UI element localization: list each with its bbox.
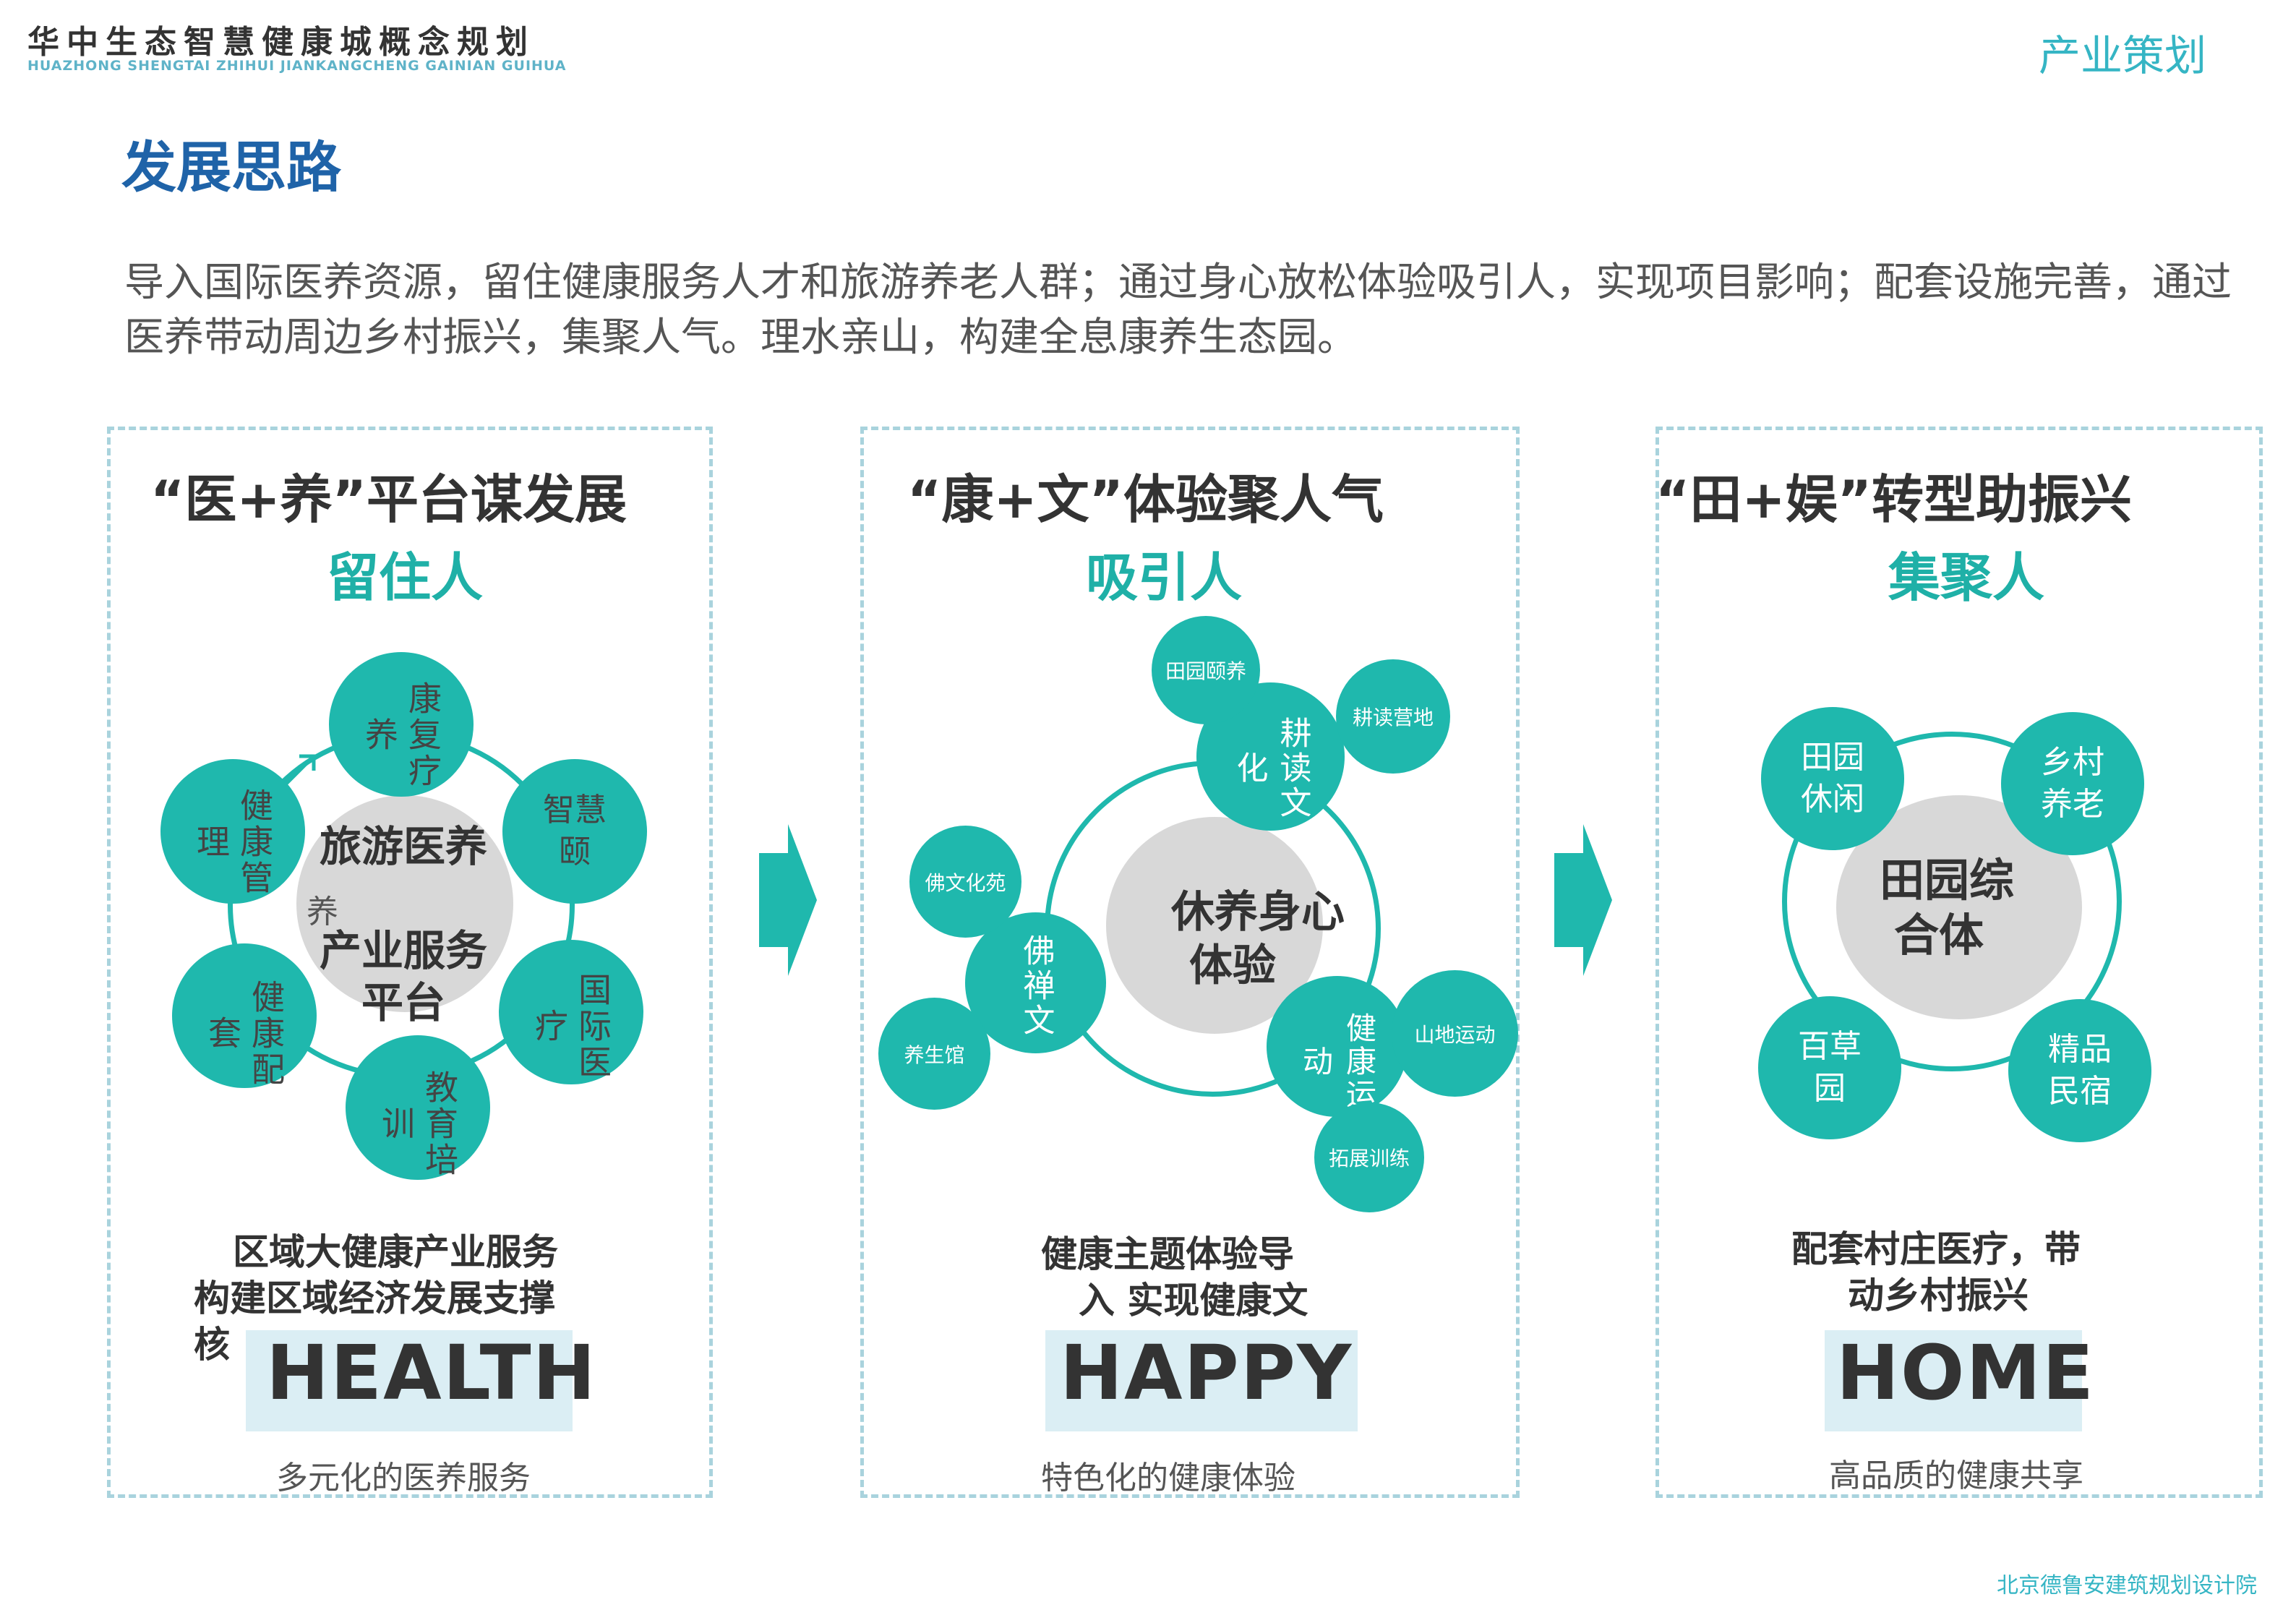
- page-title: 发展思路: [121, 135, 341, 200]
- node-health-mgmt: 健康管理: [160, 759, 305, 904]
- home-word: HOME: [1836, 1329, 2095, 1417]
- node-pastoral-care: 田园颐养: [1152, 616, 1260, 724]
- panel-happy-desc-line-1: 健康主题体验导: [1041, 1233, 1294, 1275]
- health-center-line-1: 旅游医养: [319, 822, 487, 871]
- happy-word-box: [1045, 1330, 1358, 1431]
- panel-health-desc: 区域大健康产业服务 构建区域经济发展支撑 核: [194, 1229, 558, 1368]
- health-center-line-2: 产业服务: [319, 926, 487, 975]
- section-label: 产业策划: [2039, 31, 2207, 80]
- node-education: 教育培训: [346, 1035, 490, 1180]
- panel-home-foot: 高品质的健康共享: [1829, 1457, 2083, 1494]
- home-ring: [1782, 732, 2122, 1071]
- panel-health-subtitle: 留住人: [327, 547, 484, 608]
- node-health-support-label: 健康配套: [203, 980, 286, 1088]
- panel-happy-foot: 特色化的健康体验: [1041, 1460, 1295, 1496]
- node-buddha-garden: 佛文化苑: [909, 826, 1021, 938]
- panel-home: [1655, 427, 2263, 1498]
- node-wellness-hall-label: 养生馆: [904, 1042, 965, 1067]
- node-pastoral-care-label: 田园颐养: [1165, 659, 1246, 683]
- node-farming-camp-label: 耕读营地: [1352, 706, 1434, 729]
- happy-center-label: 休养身心 体验: [1128, 886, 1388, 993]
- happy-word: HAPPY: [1060, 1329, 1353, 1417]
- node-farming-culture-label: 耕读文化: [1230, 716, 1311, 821]
- node-leisure: 田园休闲: [1761, 707, 1904, 850]
- node-rural-elderly-label: 乡村养老: [2041, 744, 2104, 823]
- home-center-label: 田园综 合体: [1880, 853, 2014, 963]
- home-center-line-1: 田园综: [1880, 854, 2015, 907]
- firm-credit: 北京德鲁安建筑规划设计院: [1997, 1573, 2257, 1598]
- panel-home-desc-line-2: 动乡村振兴: [1848, 1275, 2029, 1316]
- node-herb-garden-label: 百草园: [1798, 1028, 1862, 1107]
- node-leisure-label: 田园休闲: [1801, 739, 1864, 818]
- node-zen-culture: 佛禅文: [965, 912, 1106, 1053]
- node-wellness-hall: 养生馆: [878, 998, 990, 1110]
- health-center: [296, 795, 513, 1012]
- panel-health-desc-line-2: 构建区域经济发展支撑: [194, 1277, 555, 1319]
- node-smart-care: 智慧颐: [502, 759, 647, 904]
- node-buddha-garden-label: 佛文化苑: [925, 870, 1006, 895]
- node-herb-garden: 百草园: [1758, 996, 1901, 1139]
- health-center-line-3: 平台: [361, 978, 445, 1027]
- happy-center-line-2: 体验: [1189, 941, 1276, 991]
- home-center-line-2: 合体: [1894, 909, 1984, 962]
- small-arrow-icon: [285, 754, 316, 785]
- node-health-sports-label: 健康运动: [1298, 1011, 1377, 1112]
- node-mountain-sports: 山地运动: [1392, 970, 1518, 1097]
- panel-home-desc-line-1: 配套村庄医疗，带: [1791, 1228, 2081, 1270]
- node-outdoor-training: 拓展训练: [1314, 1102, 1424, 1212]
- panel-home-title: “田+娱”转型助振兴: [1655, 469, 2132, 530]
- project-title: 华中生态智慧健康城概念规划: [27, 24, 535, 61]
- node-intl-medical: 国际医疗: [499, 940, 643, 1084]
- health-word: HEALTH: [266, 1329, 597, 1417]
- node-farming-camp: 耕读营地: [1336, 659, 1450, 774]
- panel-home-desc: 配套村庄医疗，带 动乡村振兴: [1791, 1226, 2081, 1319]
- node-rehab: 康复疗养: [329, 652, 474, 797]
- node-rehab-label: 康复疗养: [360, 681, 442, 789]
- node-health-mgmt-label: 健康管理: [192, 788, 274, 896]
- arrow-right-icon: [1554, 824, 1612, 976]
- home-word-box: [1825, 1330, 2082, 1431]
- panel-home-subtitle: 集聚人: [1888, 547, 2045, 608]
- health-word-box: [246, 1330, 573, 1431]
- node-rural-elderly: 乡村养老: [2001, 712, 2144, 855]
- node-education-label: 教育培训: [377, 1069, 459, 1178]
- node-intl-medical-label: 国际医疗: [530, 972, 612, 1081]
- health-center-label: 旅游医养 产业服务 平台: [302, 821, 505, 1029]
- panel-health-desc-line-3: 核: [194, 1324, 230, 1366]
- node-mountain-sports-label: 山地运动: [1414, 1022, 1496, 1047]
- panel-happy-title: “康+文”体验聚人气: [907, 469, 1384, 530]
- node-smart-care-label: 智慧颐: [543, 792, 607, 870]
- intro-paragraph: 导入国际医养资源，留住健康服务人才和旅游养老人群；通过身心放松体验吸引人，实现项…: [124, 259, 2232, 360]
- panel-health-foot: 多元化的医养服务: [276, 1460, 531, 1496]
- panel-health-desc-line-1: 区域大健康产业服务: [233, 1231, 558, 1273]
- node-outdoor-training-label: 拓展训练: [1328, 1147, 1410, 1170]
- node-health-sports: 健康运动: [1267, 976, 1408, 1117]
- project-title-pinyin: HUAZHONG SHENGTAI ZHIHUI JIANKANGCHENG G…: [27, 58, 567, 74]
- arrow-right-icon: [759, 824, 817, 976]
- panel-happy: [860, 427, 1520, 1498]
- happy-center-line-1: 休养身心: [1171, 887, 1345, 938]
- node-zen-culture-label: 佛禅文: [1017, 934, 1055, 1038]
- panel-happy-subtitle: 吸引人: [1086, 547, 1243, 608]
- node-health-support: 健康配套: [172, 943, 317, 1088]
- node-boutique-homestay: 精品民宿: [2008, 999, 2151, 1142]
- health-center-side: 养: [307, 894, 338, 930]
- node-boutique-homestay-label: 精品民宿: [2048, 1031, 2112, 1110]
- panel-happy-desc-line-2: 入 实现健康文: [1079, 1280, 1308, 1322]
- panel-health-title: “医+养”平台谋发展: [150, 469, 627, 530]
- panel-health: [107, 427, 713, 1498]
- panel-happy-desc: 健康主题体验导 入 实现健康文 化: [1041, 1231, 1308, 1337]
